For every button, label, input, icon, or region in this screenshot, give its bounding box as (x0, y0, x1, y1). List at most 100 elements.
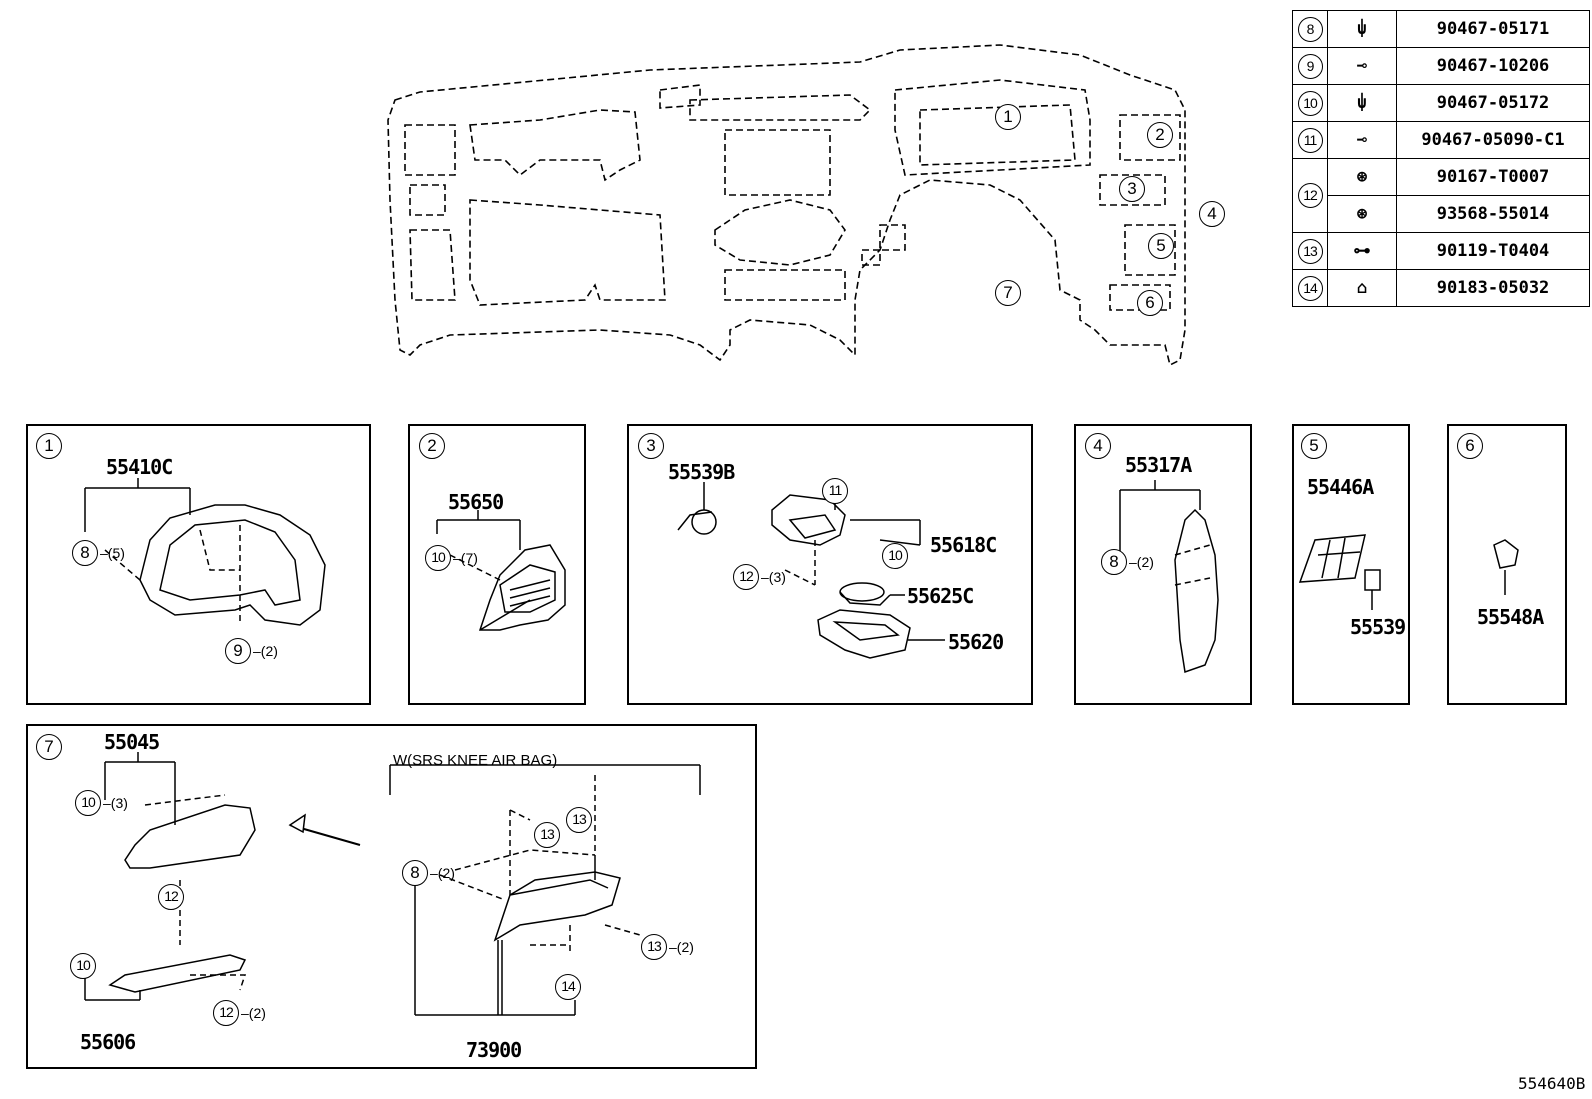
panel-7 (26, 724, 757, 1069)
part-number: 90467-05172 (1396, 84, 1590, 122)
screw-icon: ⊛ (1356, 204, 1368, 224)
part-number: 90119-T0404 (1396, 232, 1590, 270)
table-row: 10 ⍦ 90467-05172 (1292, 84, 1590, 122)
callout-11[interactable]: 11 (822, 478, 848, 504)
variant-note: W(SRS KNEE AIR BAG) (393, 752, 558, 769)
panel-4 (1074, 424, 1252, 705)
side-panel-illustration (1119, 480, 1219, 674)
panel-number: 4 (1085, 433, 1111, 459)
overview-callout-5[interactable]: 5 (1148, 233, 1174, 259)
quantity: –(2) (669, 939, 694, 955)
part-number: 90467-05090-C1 (1396, 121, 1590, 159)
push-clip-icon: ⊸ (1356, 130, 1368, 150)
part-number: 90467-05171 (1396, 10, 1590, 48)
clip-icon: ⍦ (1356, 93, 1368, 113)
callout-8[interactable]: 8 (402, 860, 428, 886)
diagram-code: 554640B (1518, 1074, 1586, 1093)
part-label[interactable]: 55317A (1125, 453, 1192, 477)
part-label[interactable]: 55650 (448, 490, 504, 514)
panel-2 (408, 424, 586, 705)
panel-6 (1447, 424, 1567, 705)
quantity: –(2) (241, 1005, 266, 1021)
callout-13[interactable]: 13 (534, 822, 560, 848)
table-row: ⊛ 93568-55014 (1293, 195, 1590, 233)
part-label[interactable]: 55606 (80, 1030, 136, 1054)
screw-icon: ⊛ (1356, 167, 1368, 187)
table-row: 9 ⊸ 90467-10206 (1292, 47, 1590, 85)
part-label[interactable]: 55539B (668, 460, 735, 484)
callout-13[interactable]: 13 (641, 934, 667, 960)
table-row: 14 ⌂ 90183-05032 (1292, 269, 1590, 307)
switch-bezel-illustration (1298, 534, 1381, 610)
callout-10[interactable]: 10 (882, 543, 908, 569)
part-label[interactable]: 55539 (1350, 615, 1406, 639)
part-label[interactable]: 55410C (106, 455, 173, 479)
overview-callout-2[interactable]: 2 (1147, 122, 1173, 148)
callout-12[interactable]: 12 (733, 564, 759, 590)
part-label[interactable]: 55548A (1477, 605, 1544, 629)
table-row: 12 ⊛ 90167-T0007 (1292, 158, 1590, 233)
overview-callout-1[interactable]: 1 (995, 104, 1021, 130)
meter-hood-illustration (84, 478, 326, 626)
part-label[interactable]: 55625C (907, 584, 974, 608)
clip-icon: ⍦ (1356, 19, 1368, 39)
push-rivet-icon: ⊸ (1356, 56, 1368, 76)
panel-3 (627, 424, 1033, 705)
part-number: 93568-55014 (1396, 195, 1590, 233)
quantity: –(3) (761, 569, 786, 585)
dashboard-outline (387, 44, 1186, 367)
table-row: 11 ⊸ 90467-05090-C1 (1292, 121, 1590, 159)
callout-10[interactable]: 10 (70, 953, 96, 979)
part-label[interactable]: 55618C (930, 533, 997, 557)
callout-10: 10 (1297, 90, 1323, 116)
callout-14[interactable]: 14 (555, 974, 581, 1000)
callout-13: 13 (1297, 238, 1323, 264)
nut-clip-icon: ⌂ (1356, 278, 1368, 298)
callout-11: 11 (1297, 127, 1323, 153)
bolt-icon: ⊶ (1353, 241, 1371, 261)
callout-8[interactable]: 8 (72, 540, 98, 566)
panel-number: 5 (1301, 433, 1327, 459)
part-number: 90183-05032 (1396, 269, 1590, 307)
air-vent-illustration (436, 510, 566, 631)
table-row: 8 ⍦ 90467-05171 (1292, 10, 1590, 48)
callout-12[interactable]: 12 (213, 1000, 239, 1026)
panel-1 (26, 424, 371, 705)
part-number: 90167-T0007 (1396, 158, 1590, 196)
quantity: –(2) (253, 643, 278, 659)
quantity: –(2) (430, 865, 455, 881)
overview-callout-7[interactable]: 7 (995, 280, 1021, 306)
callout-13[interactable]: 13 (566, 807, 592, 833)
lower-panel-illustration (84, 752, 701, 1016)
part-label[interactable]: 55045 (104, 730, 160, 754)
part-label[interactable]: 73900 (466, 1038, 522, 1062)
panel-number: 1 (36, 433, 62, 459)
quantity: –(7) (453, 550, 478, 566)
overview-callout-4[interactable]: 4 (1199, 201, 1225, 227)
panel-number: 7 (36, 734, 62, 760)
parts-table: 8 ⍦ 90467-05171 9 ⊸ 90467-10206 10 ⍦ 904… (1292, 10, 1590, 307)
panel-number: 3 (638, 433, 664, 459)
overview-callout-3[interactable]: 3 (1119, 176, 1145, 202)
callout-10[interactable]: 10 (425, 545, 451, 571)
cover-illustration (1493, 539, 1519, 595)
callout-14: 14 (1297, 275, 1323, 301)
callout-9[interactable]: 9 (225, 638, 251, 664)
panel-number: 6 (1457, 433, 1483, 459)
panel-number: 2 (419, 433, 445, 459)
callout-10[interactable]: 10 (75, 790, 101, 816)
callout-12: 12 (1297, 183, 1323, 208)
callout-12[interactable]: 12 (158, 884, 184, 910)
panel-5 (1292, 424, 1410, 705)
table-row: 13 ⊶ 90119-T0404 (1292, 232, 1590, 270)
part-label[interactable]: 55620 (948, 630, 1004, 654)
quantity: –(5) (100, 545, 125, 561)
quantity: –(2) (1129, 554, 1154, 570)
callout-8[interactable]: 8 (1101, 549, 1127, 575)
callout-8: 8 (1297, 16, 1323, 42)
quantity: –(3) (103, 795, 128, 811)
part-label[interactable]: 55446A (1307, 475, 1374, 499)
overview-callout-6[interactable]: 6 (1137, 290, 1163, 316)
part-number: 90467-10206 (1396, 47, 1590, 85)
